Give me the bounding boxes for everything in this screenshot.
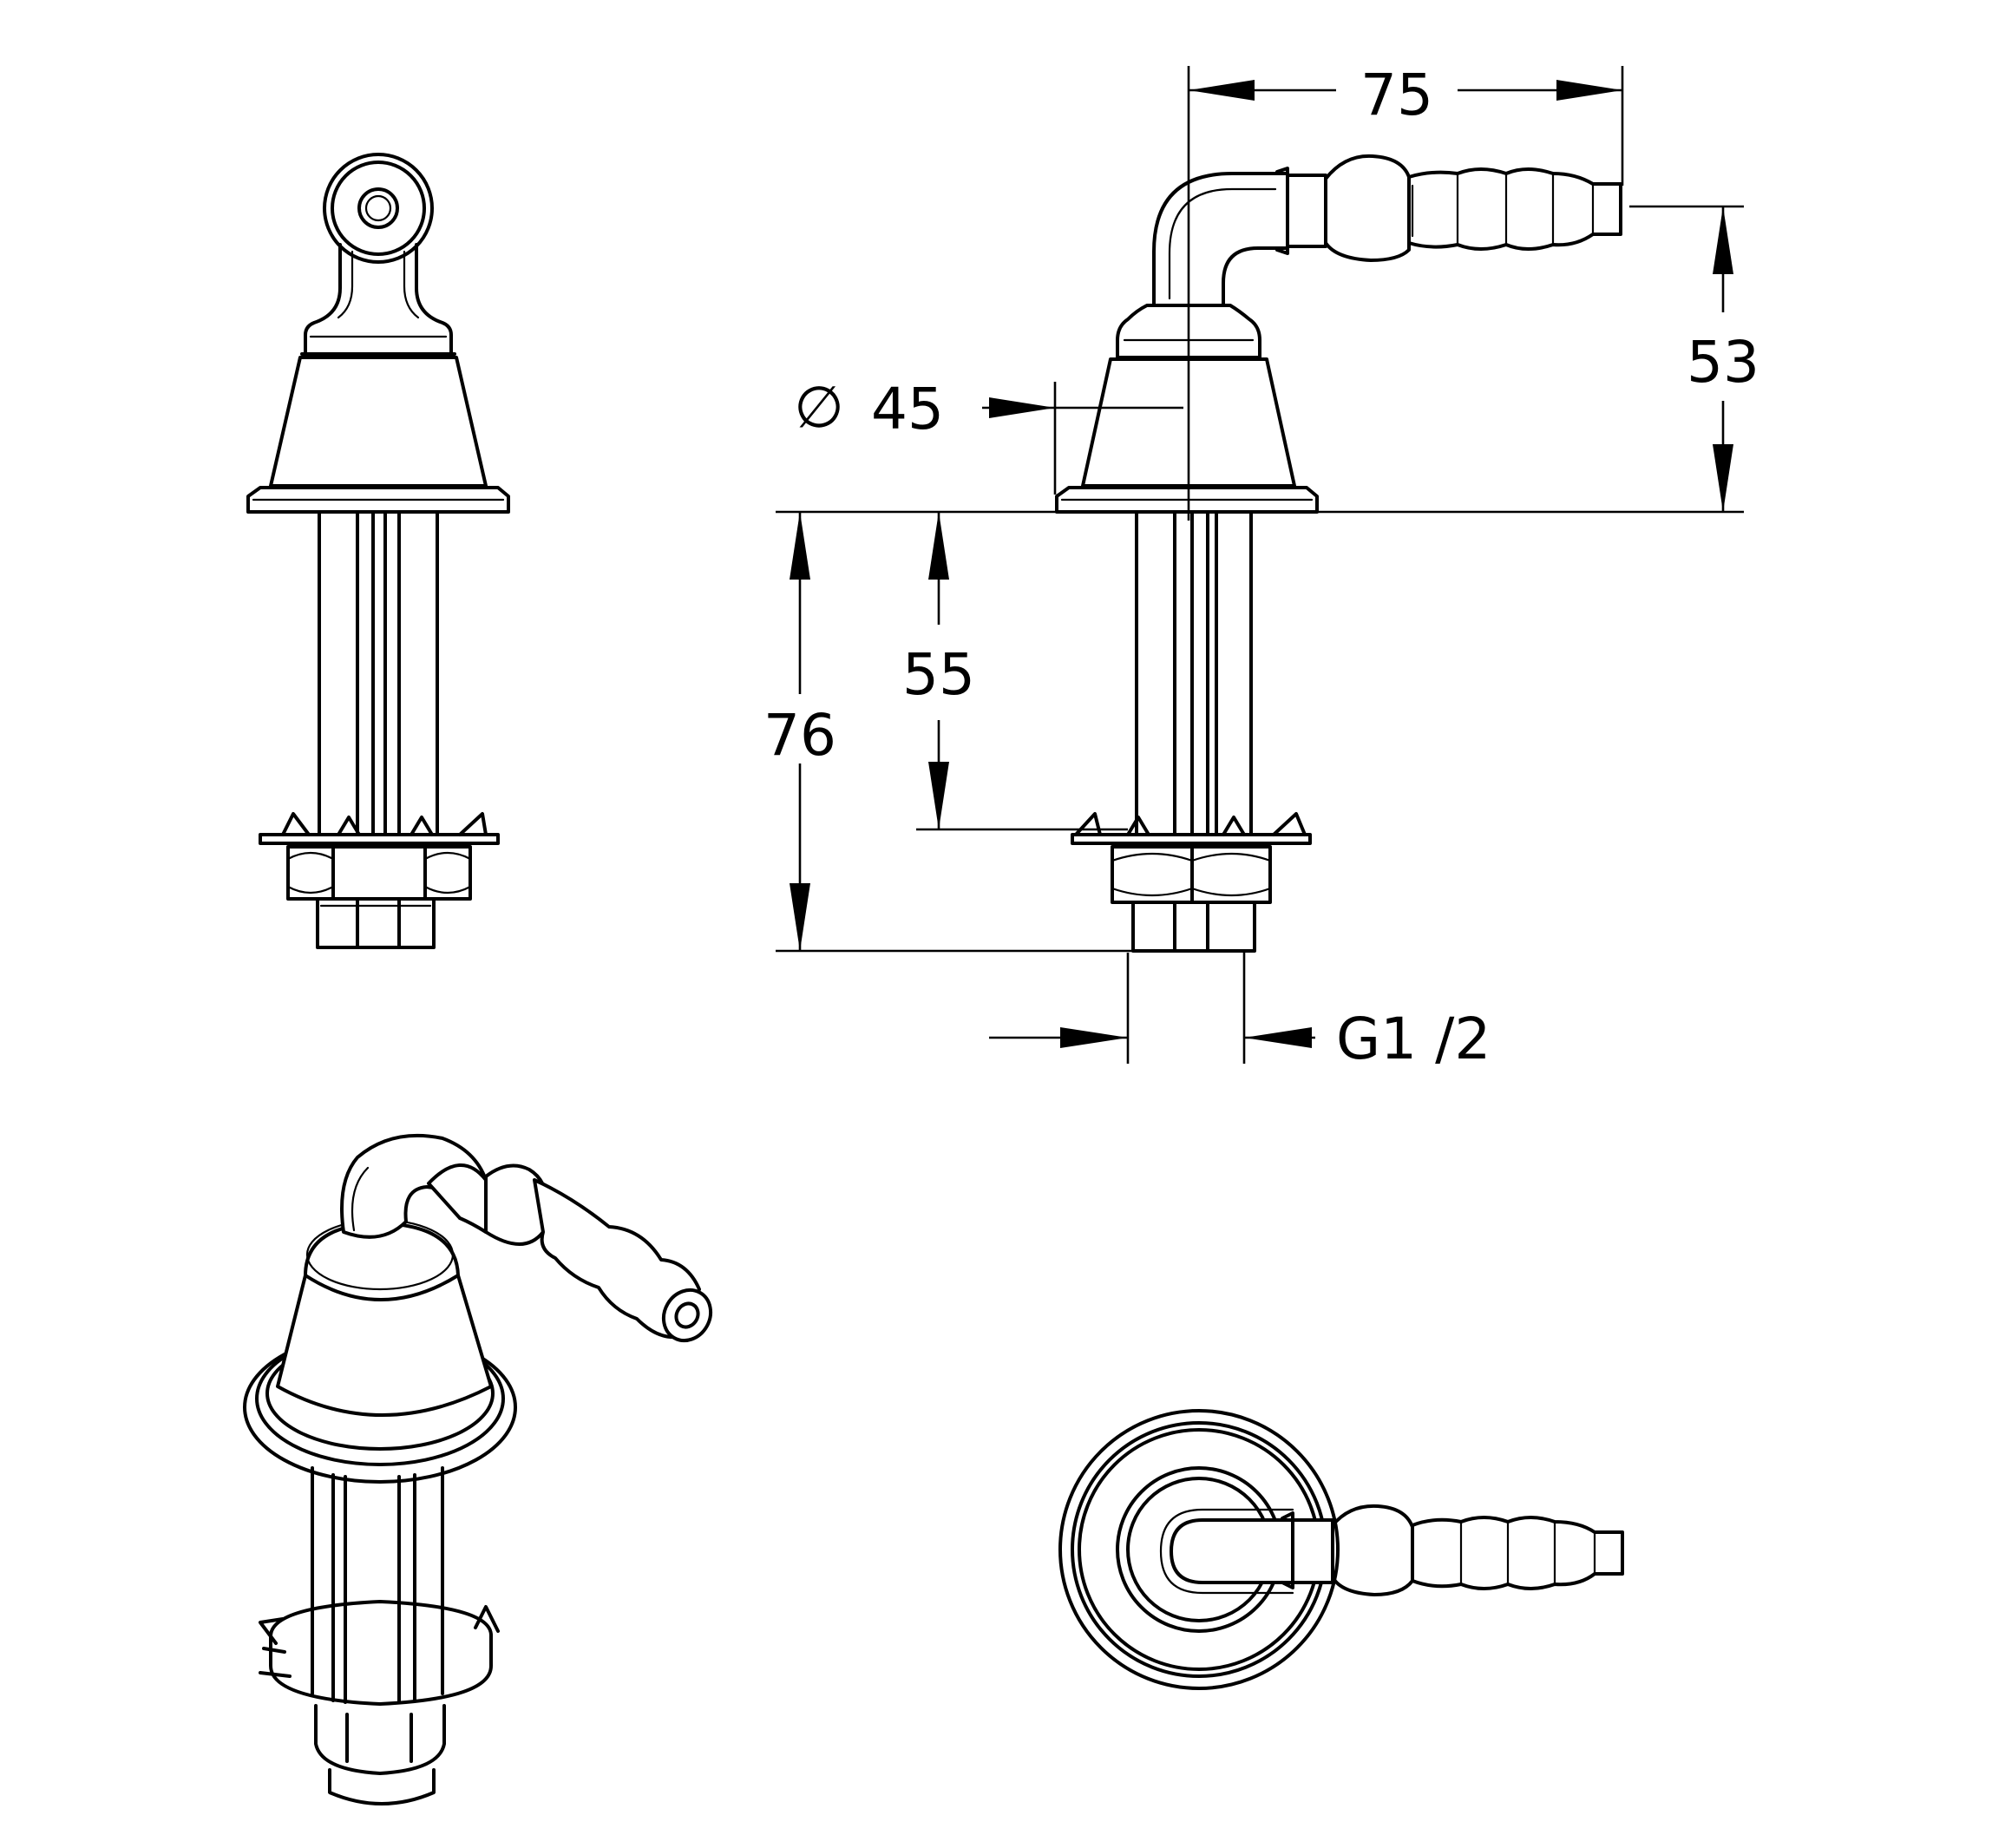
dim-55: 55 xyxy=(902,641,975,708)
dim-76: 76 xyxy=(763,702,836,769)
diameter-symbol: ∅ xyxy=(794,374,844,441)
dim-thread-g12: G1 /2 xyxy=(1336,1006,1491,1072)
outlet-bore xyxy=(357,187,399,229)
outlet-ring-inner xyxy=(331,161,426,256)
side-star-washer xyxy=(1071,833,1312,845)
outlet-ring xyxy=(323,153,434,264)
front-thread-end xyxy=(316,897,436,949)
side-hose-nozzle xyxy=(1275,154,1622,262)
side-shank xyxy=(1135,510,1253,835)
side-thread-end xyxy=(1131,901,1256,953)
front-star-washer xyxy=(259,833,500,845)
iso-shank xyxy=(311,1466,444,1704)
side-view xyxy=(1055,154,1622,953)
side-nut xyxy=(1111,845,1272,904)
side-elbow xyxy=(1152,172,1289,305)
dimension-lines: 75 53 ∅ 45 55 76 xyxy=(763,62,1759,1072)
outlet-bore-inner xyxy=(364,194,392,222)
dim-diameter-45: 45 xyxy=(871,376,944,442)
front-view xyxy=(246,153,510,949)
dim-width-75: 75 xyxy=(1360,62,1433,128)
dim-height-53: 53 xyxy=(1687,329,1759,396)
front-nut xyxy=(286,845,472,901)
front-cone xyxy=(269,356,488,488)
front-shank xyxy=(318,510,439,835)
front-flange xyxy=(246,486,510,514)
top-view xyxy=(1058,1409,1624,1690)
isometric-view xyxy=(243,1133,713,1805)
